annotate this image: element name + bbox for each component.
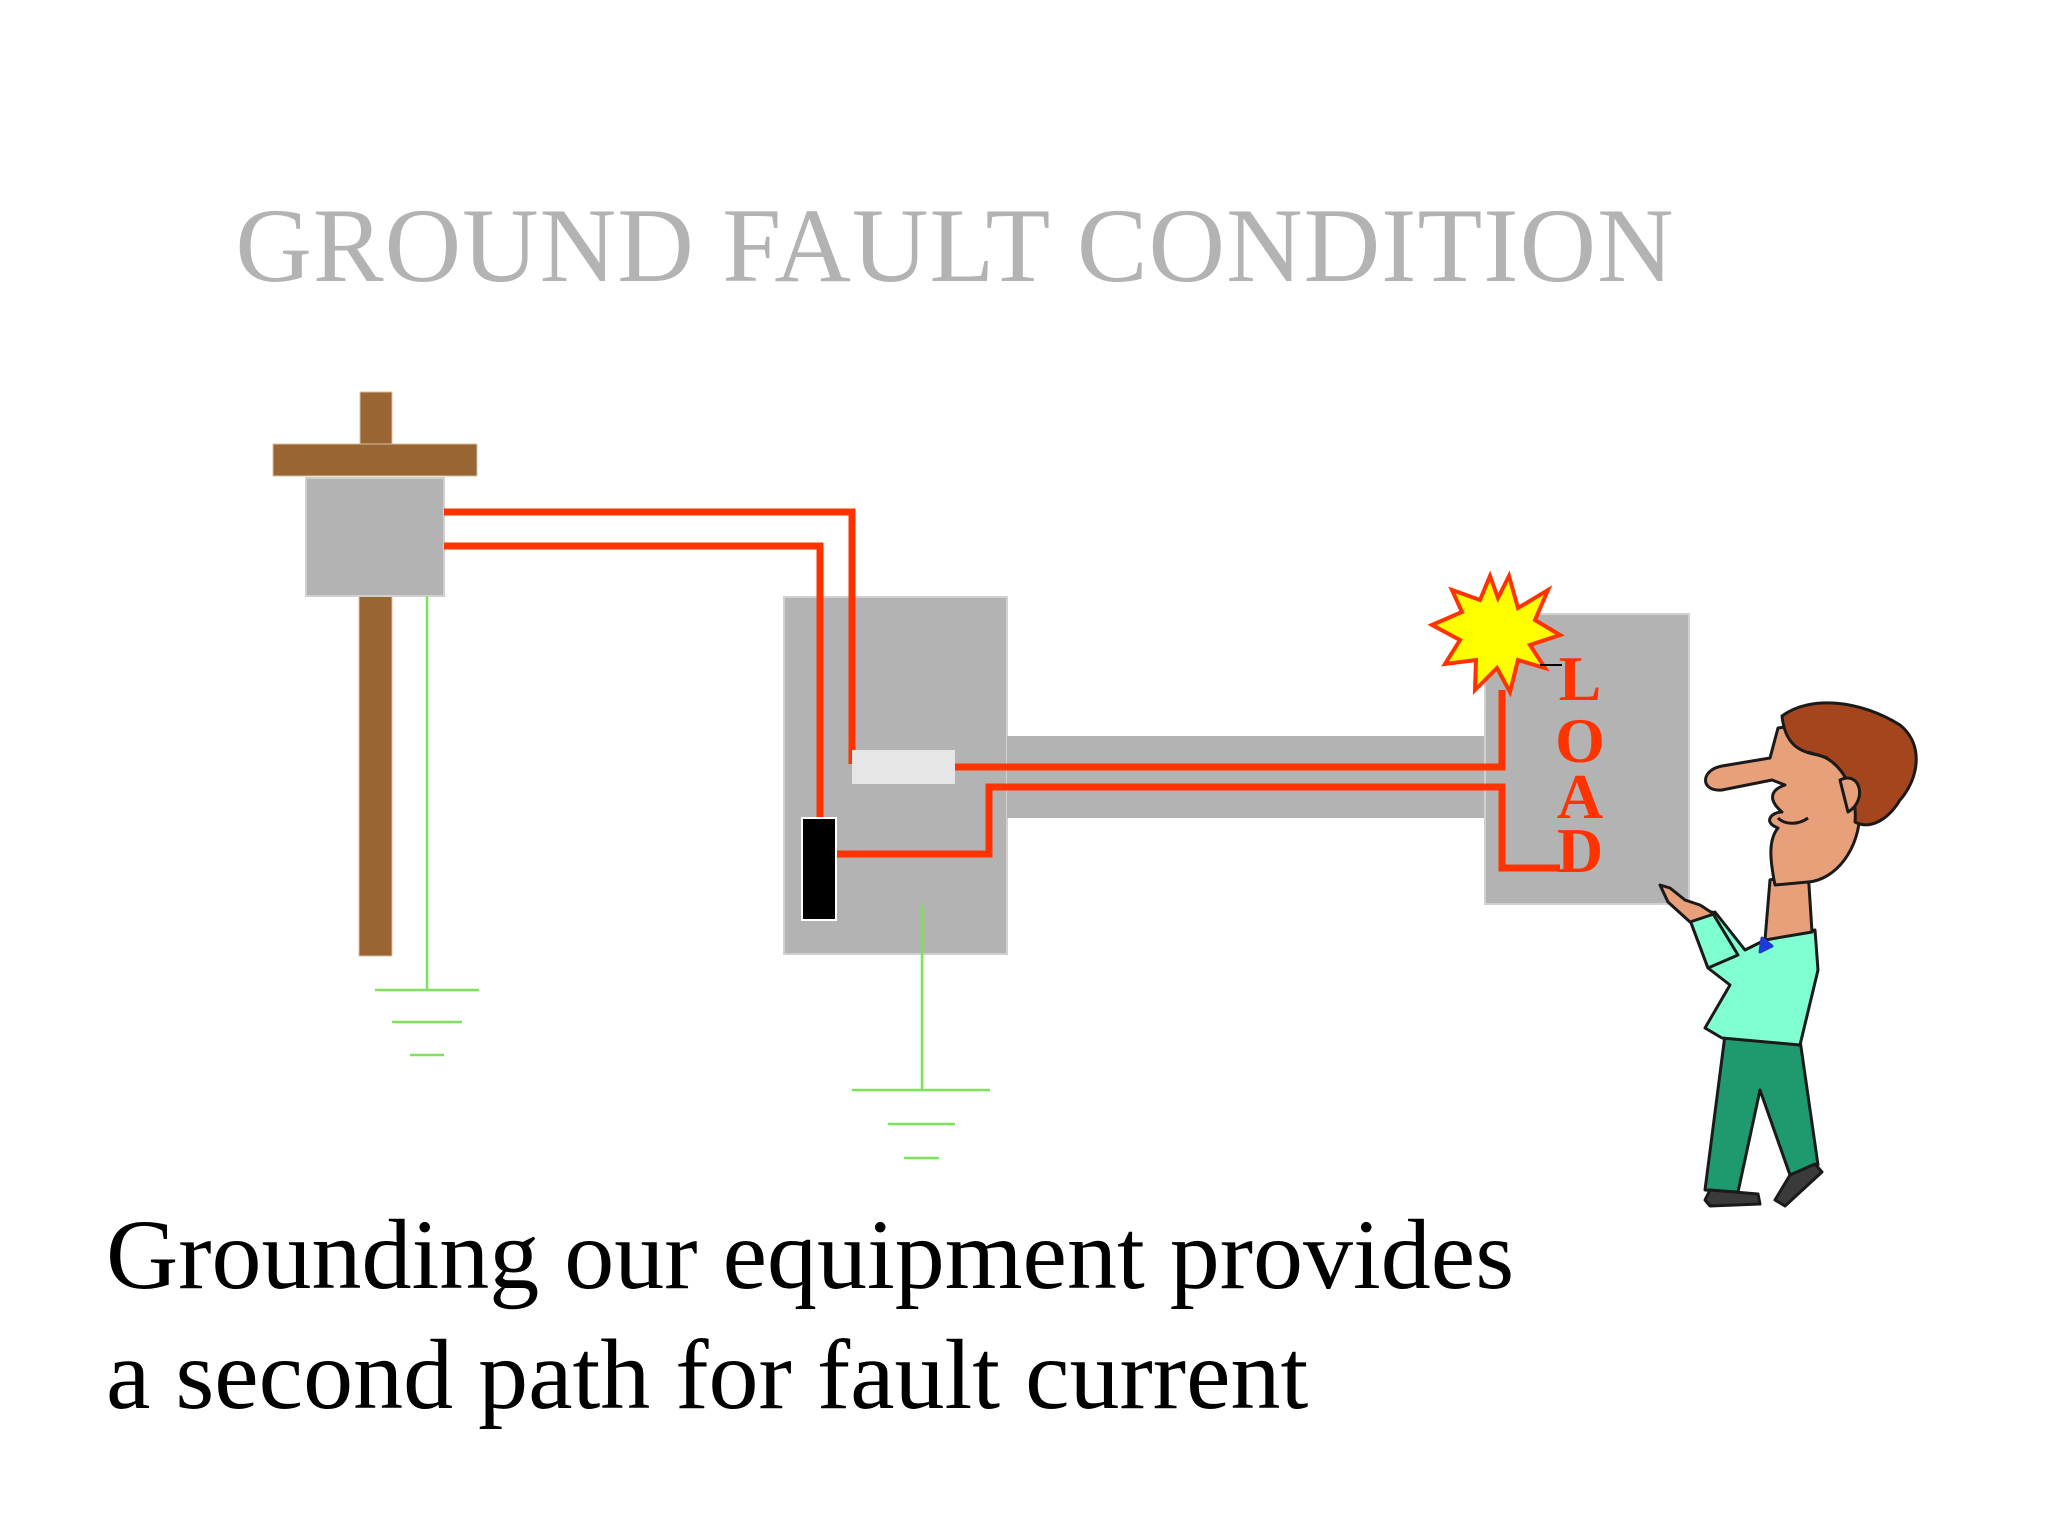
caption-line-2: a second path for fault current bbox=[106, 1319, 1309, 1430]
man-pants bbox=[1703, 1033, 1820, 1194]
slide-caption: Grounding our equipment provides a secon… bbox=[106, 1195, 1806, 1435]
load-wire-to-fault bbox=[955, 690, 1506, 771]
breaker bbox=[801, 817, 837, 921]
pole-crossarm bbox=[272, 443, 478, 477]
transformer-box bbox=[305, 477, 445, 597]
hot-wire-lower bbox=[444, 542, 824, 820]
conduit bbox=[1007, 736, 1485, 818]
transformer-ground bbox=[375, 596, 479, 1057]
load-letter-l: L bbox=[1559, 643, 1602, 714]
caption-line-1: Grounding our equipment provides bbox=[106, 1199, 1515, 1310]
circuit-wires bbox=[444, 508, 1560, 872]
man-ear bbox=[1838, 776, 1861, 814]
man-mouth bbox=[1776, 816, 1809, 825]
load-box bbox=[1484, 613, 1690, 905]
panel-ground bbox=[852, 905, 990, 1160]
man-tie bbox=[1758, 936, 1774, 954]
man-hand bbox=[1658, 883, 1716, 924]
man-eye bbox=[1807, 750, 1829, 760]
neutral-bar bbox=[852, 750, 955, 784]
load-letter-a: A bbox=[1557, 761, 1603, 832]
load-letter-o: O bbox=[1555, 705, 1605, 776]
man-shoe-left bbox=[1703, 1188, 1762, 1208]
slide-title: GROUND FAULT CONDITION bbox=[235, 187, 1675, 304]
utility-pole bbox=[272, 391, 478, 957]
load-label: L O A D bbox=[1555, 643, 1605, 886]
man-shoe-right bbox=[1773, 1162, 1824, 1208]
pole-top bbox=[359, 391, 393, 445]
load-wire-return bbox=[836, 783, 1560, 872]
hot-wire-upper bbox=[444, 508, 856, 764]
load-letter-d: D bbox=[1557, 815, 1603, 886]
fault-spark-icon bbox=[1427, 570, 1565, 698]
pole-shaft bbox=[358, 595, 393, 957]
pointing-man-illustration bbox=[1658, 701, 1918, 1208]
